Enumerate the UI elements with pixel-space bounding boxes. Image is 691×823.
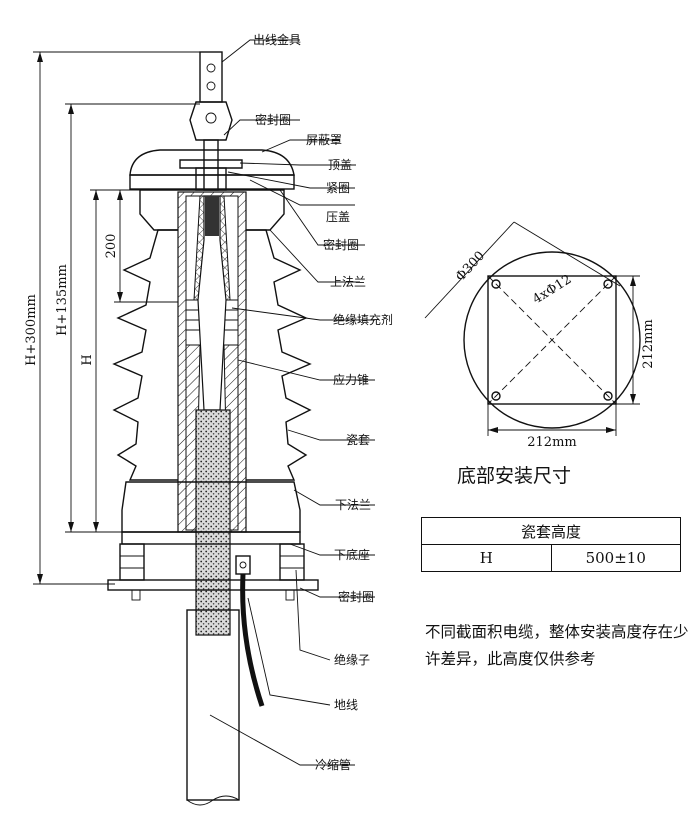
- label-ground-wire: 地线: [334, 698, 358, 712]
- label-porcelain-sleeve: 瓷套: [346, 433, 370, 447]
- table-value: 500±10: [550, 544, 681, 572]
- mount-width: 212mm: [527, 435, 576, 450]
- label-seal-ring-top: 密封圈: [255, 112, 291, 127]
- mounting-title: 底部安装尺寸: [457, 465, 572, 487]
- terminal-body: [107, 51, 319, 806]
- label-top-cover: 顶盖: [328, 158, 352, 172]
- label-cold-shrink-tube: 冷缩管: [315, 757, 351, 772]
- label-stress-cone: 应力锥: [333, 372, 369, 387]
- mount-holes: 4xΦ12: [530, 272, 574, 307]
- label-lower-base: 下底座: [334, 547, 370, 562]
- label-seal-ring-mid: 密封圈: [323, 237, 359, 252]
- label-upper-flange: 上法兰: [330, 275, 366, 289]
- dim-200: 200: [104, 234, 119, 259]
- mount-height: 212mm: [641, 319, 656, 368]
- dim-h-plus-300: H+300mm: [24, 294, 39, 366]
- label-insulator: 绝缘子: [334, 652, 370, 667]
- label-insulating-filler: 绝缘填充剂: [333, 312, 393, 327]
- label-shield-cover: 屏蔽罩: [306, 133, 342, 147]
- dimension-lines: [33, 51, 200, 585]
- table-header: 瓷套高度: [421, 517, 681, 545]
- mount-diameter: Φ300: [453, 249, 488, 285]
- dim-h-plus-135: H+135mm: [55, 264, 70, 336]
- dim-h: H: [80, 354, 95, 365]
- table-row: H 500±10: [421, 544, 681, 572]
- label-pressure-cover: 压盖: [326, 210, 350, 224]
- mounting-plan: [424, 221, 641, 436]
- label-lower-flange: 下法兰: [335, 498, 371, 512]
- label-outlet-fitting: 出线金具: [253, 32, 301, 47]
- leader-lines: [209, 39, 375, 766]
- table-key: H: [421, 544, 552, 572]
- label-seal-ring-bottom: 密封圈: [338, 589, 374, 604]
- note-text: 不同截面积电缆，整体安装高度存在少许差异，此高度仅供参考: [425, 623, 689, 668]
- height-table: 瓷套高度 H 500±10: [421, 517, 681, 572]
- label-tight-ring: 紧圈: [326, 181, 350, 195]
